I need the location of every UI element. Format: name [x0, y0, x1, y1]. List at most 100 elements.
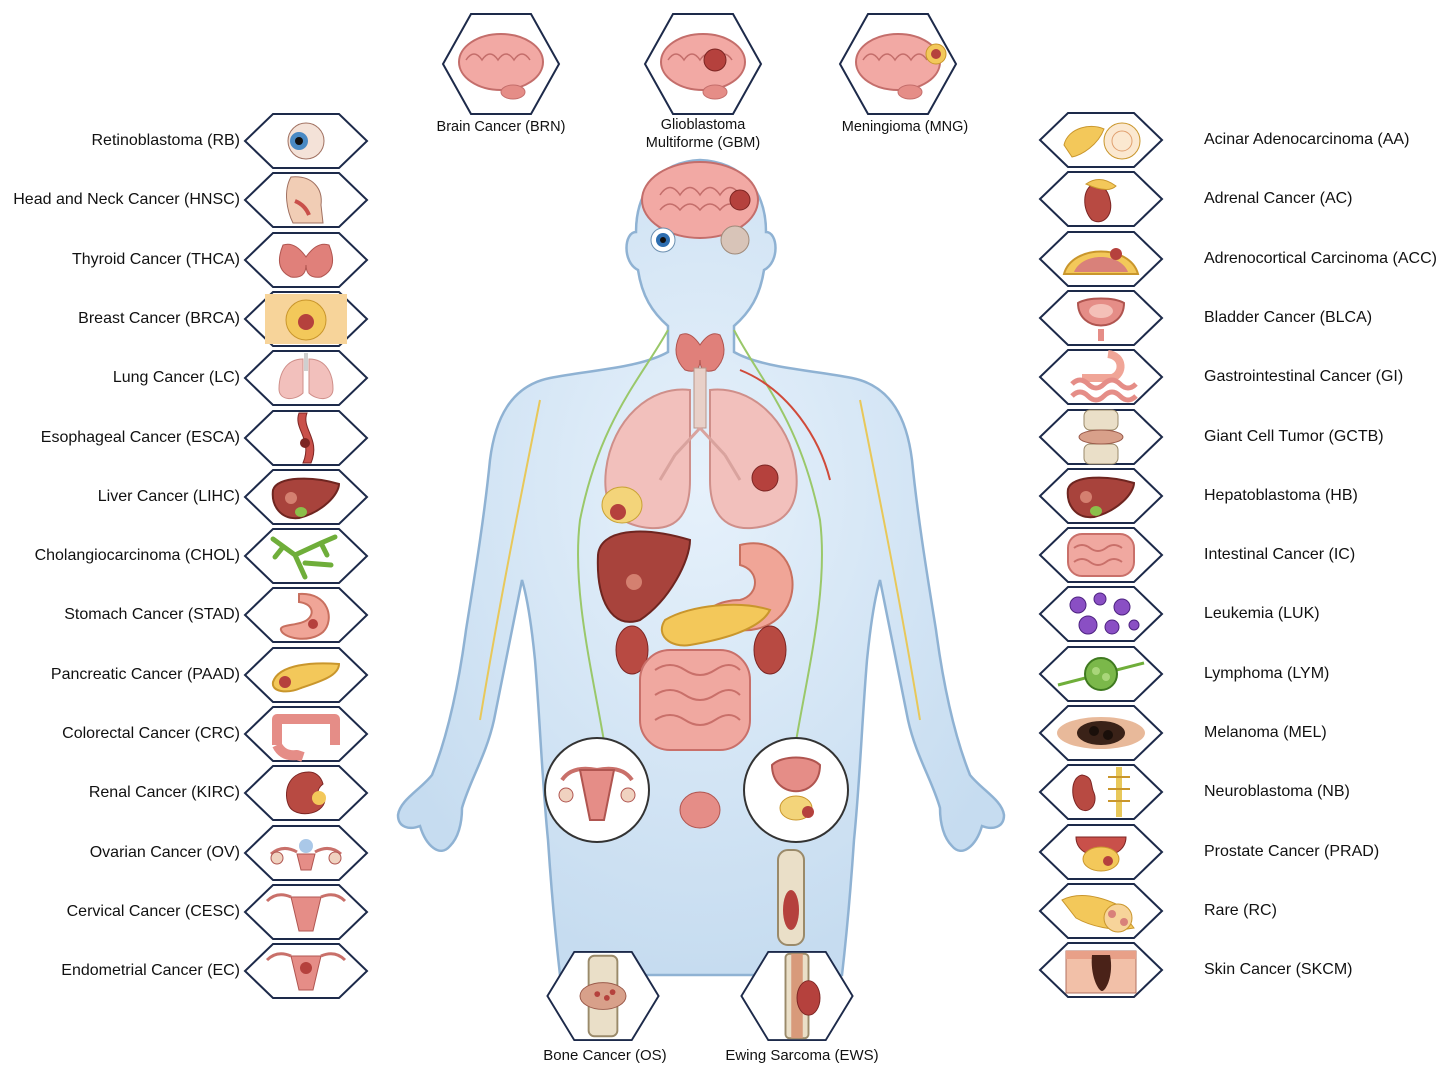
label-right-1: Adrenal Cancer (AC) — [1204, 190, 1353, 207]
hex-left-10 — [243, 705, 369, 763]
melanoma-icon — [1057, 717, 1145, 749]
hex-right-11 — [1038, 763, 1164, 821]
label-right-12: Prostate Cancer (PRAD) — [1204, 843, 1380, 860]
hex-right-14 — [1038, 941, 1164, 999]
hex-left-8 — [243, 586, 369, 644]
label-right-9: Lymphoma (LYM) — [1204, 665, 1330, 682]
label-bottom-1: Ewing Sarcoma (EWS) — [725, 1047, 879, 1064]
label-right-0: Acinar Adenocarcinoma (AA) — [1204, 131, 1410, 148]
label-right-10: Melanoma (MEL) — [1204, 724, 1327, 741]
breast-icon — [265, 294, 347, 344]
hex-right-1 — [1038, 170, 1164, 228]
thyroid-shape — [675, 333, 725, 372]
label-right-6: Hepatoblastoma (HB) — [1204, 487, 1358, 504]
hex-left-6 — [243, 468, 369, 526]
pancreas-icon — [271, 662, 341, 693]
hex-left-11 — [243, 764, 369, 822]
esophagus-icon — [297, 412, 315, 464]
hex-left-0 — [243, 112, 369, 170]
hex-left-4 — [243, 349, 369, 407]
hex-left-14 — [243, 942, 369, 1000]
hex-right-12 — [1038, 823, 1164, 881]
adrenal-cortex-icon — [1062, 248, 1140, 275]
hex-left-1 — [243, 171, 369, 229]
brain-icon — [458, 33, 544, 100]
hex-right-2 — [1038, 230, 1164, 288]
label-right-13: Rare (RC) — [1204, 902, 1277, 919]
hex-right-8 — [1038, 585, 1164, 643]
label-top-2: Meningioma (MNG) — [841, 119, 969, 135]
hex-left-13 — [243, 883, 369, 941]
label-left-4: Lung Cancer (LC) — [112, 369, 240, 386]
stomach-icon — [280, 592, 330, 640]
pancreas-shape — [660, 603, 772, 647]
hex-left-2 — [243, 231, 369, 289]
hex-meningioma — [838, 12, 958, 116]
blood-cells-icon — [1069, 592, 1140, 635]
gi-tract-icon — [1070, 350, 1138, 403]
thyroid-icon — [278, 243, 334, 278]
label-right-5: Giant Cell Tumor (GCTB) — [1204, 428, 1384, 445]
hex-right-6 — [1038, 467, 1164, 525]
label-right-4: Gastrointestinal Cancer (GI) — [1204, 368, 1404, 385]
knee-joint-icon — [1078, 409, 1124, 465]
long-bone-icon — [784, 952, 821, 1040]
label-left-11: Renal Cancer (KIRC) — [88, 784, 240, 801]
label-right-7: Intestinal Cancer (IC) — [1204, 546, 1356, 563]
label-left-9: Pancreatic Cancer (PAAD) — [50, 666, 240, 683]
hex-left-5 — [243, 409, 369, 467]
hex-left-9 — [243, 646, 369, 704]
head-neck-icon — [286, 176, 324, 224]
hex-left-3 — [243, 290, 369, 348]
brain-meninges-icon — [855, 33, 947, 100]
skin-icon — [1065, 950, 1137, 994]
hex-right-4 — [1038, 348, 1164, 406]
label-left-3: Breast Cancer (BRCA) — [78, 310, 240, 327]
hex-left-7 — [243, 527, 369, 585]
hex-ewing-sarcoma — [735, 950, 859, 1042]
kidney-icon — [286, 771, 326, 815]
eye-icon — [287, 122, 325, 160]
label-left-5: Esophageal Cancer (ESCA) — [40, 429, 240, 446]
hex-right-3 — [1038, 289, 1164, 347]
label-left-1: Head and Neck Cancer (HNSC) — [13, 191, 240, 208]
label-left-0: Retinoblastoma (RB) — [91, 132, 241, 149]
lymph-node-icon — [1057, 657, 1145, 691]
nerve-bundle-icon — [1061, 895, 1135, 933]
label-bottom-0: Bone Cancer (OS) — [543, 1047, 667, 1064]
label-left-14: Endometrial Cancer (EC) — [61, 962, 240, 979]
label-left-2: Thyroid Cancer (THCA) — [71, 251, 240, 268]
colon-icon — [272, 714, 340, 762]
adrenal-icon — [1084, 179, 1117, 223]
label-right-2: Adrenocortical Carcinoma (ACC) — [1204, 250, 1437, 267]
liver-shape — [596, 530, 692, 623]
label-right-3: Bladder Cancer (BLCA) — [1204, 309, 1373, 326]
hex-bone-cancer — [545, 950, 661, 1042]
intestine-icon — [1067, 533, 1135, 577]
label-left-10: Colorectal Cancer (CRC) — [62, 725, 240, 742]
bile-duct-icon — [270, 534, 338, 580]
hex-right-10 — [1038, 704, 1164, 762]
bladder-icon — [1076, 297, 1126, 341]
hex-right-0 — [1038, 111, 1164, 169]
label-right-14: Skin Cancer (SKCM) — [1204, 961, 1353, 978]
bone-joint-icon — [579, 954, 627, 1038]
hex-right-7 — [1038, 526, 1164, 584]
liver-icon — [1066, 476, 1136, 519]
hex-left-12 — [243, 824, 369, 882]
lungs-icon — [278, 353, 334, 399]
label-right-11: Neuroblastoma (NB) — [1204, 783, 1350, 800]
hex-right-13 — [1038, 882, 1164, 940]
label-top-0: Brain Cancer (BRN) — [436, 119, 566, 135]
uterus-icon — [265, 952, 347, 991]
label-left-12: Ovarian Cancer (OV) — [89, 844, 240, 861]
liver-icon — [271, 477, 341, 520]
right-lung-shape — [709, 388, 798, 530]
label-left-7: Cholangiocarcinoma (CHOL) — [34, 547, 240, 564]
brain-shape — [641, 161, 759, 239]
hex-glioblastoma — [643, 12, 763, 116]
hex-brain-cancer — [441, 12, 561, 116]
nerve-icon — [1072, 767, 1130, 817]
hex-right-5 — [1038, 408, 1164, 466]
